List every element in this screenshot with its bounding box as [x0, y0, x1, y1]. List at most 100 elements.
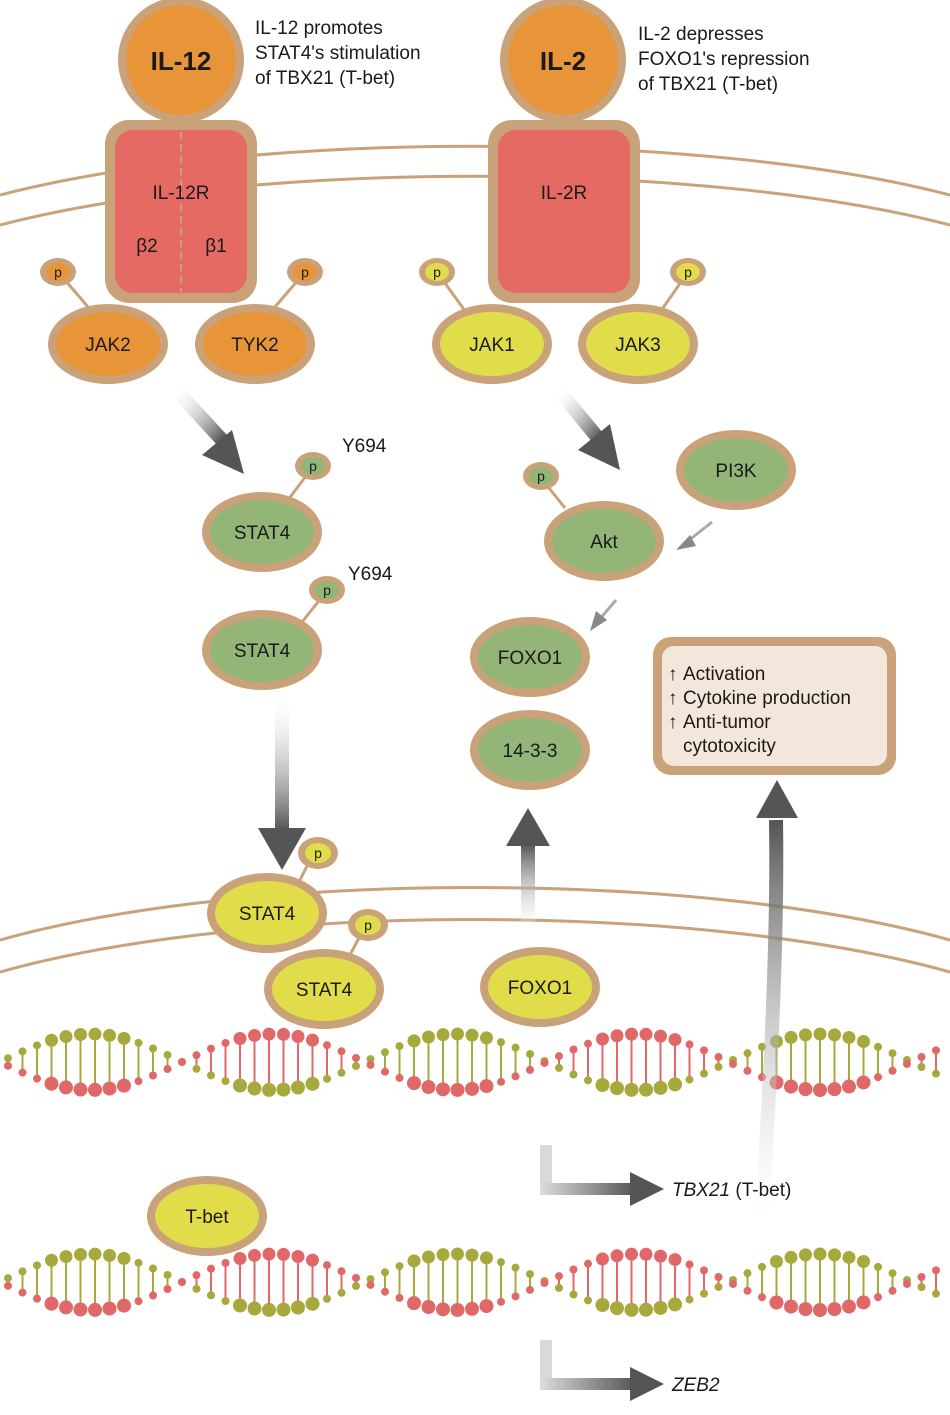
- dna-base: [596, 1252, 609, 1266]
- dna-base: [207, 1264, 215, 1273]
- dna-base: [366, 1280, 375, 1289]
- il2-ligand-label: IL-2: [540, 46, 586, 76]
- dna-base: [653, 1080, 668, 1095]
- dna-base: [479, 1079, 494, 1094]
- dna-base: [511, 1263, 520, 1272]
- dna-base: [421, 1080, 436, 1095]
- gene-tbx21-label: TBX21 (T-bet): [672, 1180, 791, 1201]
- jak1-label: JAK1: [469, 335, 514, 356]
- il12-ligand-label: IL-12: [151, 46, 212, 76]
- dna-base: [59, 1030, 73, 1044]
- dna-base: [610, 1081, 624, 1096]
- il2-caption-line-3: of TBX21 (T-bet): [638, 74, 778, 95]
- dna-base: [743, 1066, 752, 1075]
- stat4-1-phospho-label: p: [309, 458, 317, 474]
- dna-base: [163, 1065, 172, 1074]
- dna-base: [903, 1059, 911, 1068]
- dna-base: [888, 1269, 897, 1278]
- dna-base: [497, 1258, 505, 1267]
- stat4-cytoplasm-1: p Y694 STAT4: [202, 436, 387, 572]
- dna-base: [584, 1076, 592, 1085]
- dna-base: [163, 1050, 172, 1059]
- foxo1-nuclear-label: FOXO1: [508, 978, 572, 999]
- dna-base: [45, 1253, 58, 1267]
- dna-base: [207, 1071, 215, 1080]
- dna-base: [569, 1070, 578, 1079]
- dna-base: [480, 1251, 493, 1265]
- dna-base: [700, 1289, 708, 1298]
- dna-base: [842, 1250, 856, 1264]
- effects-box: ↑ Activation ↑ Cytokine production ↑ Ant…: [653, 637, 896, 775]
- dna-base: [813, 1027, 827, 1041]
- dna-base: [450, 1302, 465, 1317]
- il12r-beta1-label: β1: [205, 236, 227, 257]
- dna-base: [381, 1048, 389, 1057]
- dna-base: [207, 1044, 215, 1053]
- tyk2-label: TYK2: [231, 335, 279, 356]
- dna-base: [903, 1279, 911, 1288]
- dna-base: [247, 1301, 262, 1316]
- dna-base: [451, 1027, 464, 1041]
- dna-base: [18, 1068, 27, 1077]
- dna-base: [784, 1299, 798, 1314]
- dna-base: [102, 1081, 117, 1096]
- dna-base: [511, 1072, 520, 1081]
- dna-base: [497, 1297, 505, 1306]
- dna-base: [248, 1248, 261, 1262]
- dna-base: [381, 1268, 389, 1277]
- dna-base: [163, 1285, 172, 1294]
- arrow-akt-to-foxo1: [590, 599, 618, 631]
- dna-base: [117, 1078, 131, 1093]
- dna-base: [784, 1030, 798, 1044]
- dna-base: [639, 1082, 653, 1097]
- dna-base: [134, 1258, 143, 1267]
- il2-receptor-complex: IL-2R IL-2 p JAK1 p JAK3: [419, 0, 706, 384]
- dna-base: [595, 1077, 610, 1092]
- dna-base: [306, 1253, 319, 1267]
- dna-base: [291, 1029, 305, 1043]
- dna-base: [178, 1278, 186, 1287]
- dna-base: [88, 1082, 102, 1097]
- dna-base: [758, 1293, 766, 1302]
- dna-base: [233, 1251, 247, 1265]
- dna-base: [323, 1261, 331, 1270]
- stat4-cytoplasm-2: p Y694 STAT4: [202, 564, 393, 690]
- dna-base: [352, 1062, 360, 1071]
- il12-caption-line-2: STAT4's stimulation: [255, 43, 421, 64]
- dna-base: [44, 1076, 59, 1091]
- dna-base: [932, 1266, 940, 1275]
- tbet-label: T-bet: [185, 1207, 229, 1228]
- dna-base: [221, 1038, 230, 1047]
- dna-base: [842, 1030, 856, 1044]
- dna-base: [291, 1080, 305, 1095]
- dna-base: [856, 1295, 871, 1310]
- dna-base: [625, 1027, 638, 1041]
- dna-base: [233, 1078, 247, 1093]
- dna-base: [888, 1049, 897, 1058]
- dna-base: [654, 1029, 667, 1043]
- dna-base: [799, 1248, 812, 1262]
- dna-base: [73, 1302, 88, 1317]
- stat4-2-site-label: Y694: [348, 564, 393, 585]
- arrow-transcription-tbx21: [540, 1145, 664, 1206]
- dna-base: [4, 1281, 12, 1290]
- dna-base: [4, 1274, 12, 1283]
- dna-base: [685, 1040, 694, 1049]
- dna-base: [44, 1296, 59, 1311]
- dna-strand-upper: [4, 1027, 940, 1097]
- dna-base: [639, 1247, 653, 1261]
- dna-base: [714, 1053, 723, 1062]
- dna-base: [149, 1291, 157, 1300]
- protein-14-3-3: 14-3-3: [470, 710, 590, 790]
- il12-caption: IL-12 promotes STAT4's stimulation of TB…: [255, 18, 421, 89]
- dna-base: [653, 1300, 668, 1315]
- dna-base: [770, 1254, 783, 1268]
- dna-base: [407, 1296, 421, 1311]
- dna-base: [117, 1251, 131, 1265]
- pi3k-node: PI3K: [676, 430, 796, 510]
- dna-base: [480, 1031, 493, 1045]
- stat4-nuc-1-label: STAT4: [239, 904, 296, 925]
- dna-base: [584, 1296, 592, 1305]
- dna-base: [465, 1081, 479, 1096]
